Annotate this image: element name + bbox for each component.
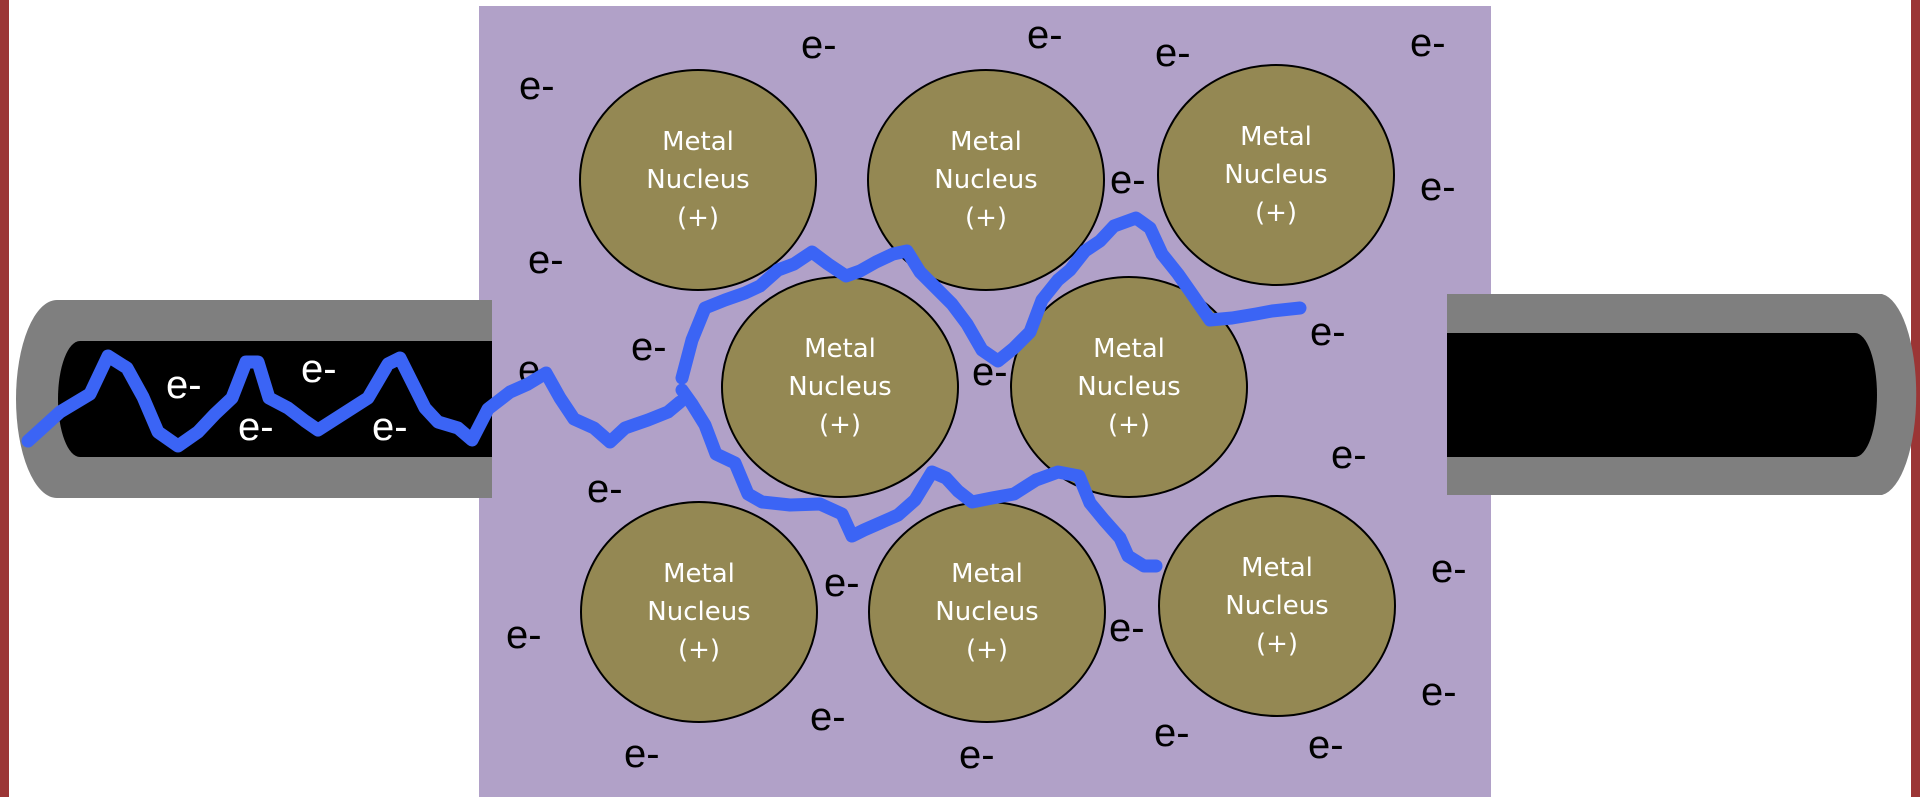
- electron-flow-paths: [21, 211, 1307, 573]
- nucleus-label-line1: Metal: [662, 127, 734, 157]
- free-electron-label: e-: [1027, 13, 1063, 57]
- free-electron-label: e-: [506, 613, 542, 657]
- nucleus-label-line1: Metal: [950, 127, 1022, 157]
- nucleus-label-line1: Metal: [1240, 122, 1312, 152]
- free-electron-label: e-: [1155, 31, 1191, 75]
- nucleus-label-line1: Metal: [951, 559, 1023, 589]
- free-electron-label: e-: [824, 561, 860, 605]
- wire-electron-label: e-: [301, 347, 337, 391]
- frame-left-edge: [0, 0, 9, 797]
- nucleus-label-line3: (+): [819, 410, 861, 440]
- free-electron-label: e-: [1154, 711, 1190, 755]
- free-electron-label: e-: [528, 238, 564, 282]
- nucleus-circle: [1158, 495, 1396, 717]
- free-electron-label: e-: [631, 325, 667, 369]
- electron-path-main: [21, 349, 687, 453]
- free-electron-label: e-: [587, 467, 623, 511]
- free-electron-label: e-: [810, 695, 846, 739]
- electron-path-lower: [675, 383, 1163, 573]
- electron-path-upper: [675, 211, 1307, 385]
- wire-electron-label: e-: [238, 405, 274, 449]
- nucleus-label-line2: Nucleus: [788, 372, 891, 402]
- free-electron-label: e-: [1110, 158, 1146, 202]
- free-electron-label: e-: [519, 64, 555, 108]
- nucleus-circle: [1010, 276, 1248, 498]
- nucleus-label-line3: (+): [965, 203, 1007, 233]
- free-electron-label: e-: [1308, 723, 1344, 767]
- wire-electron-label: e-: [372, 405, 408, 449]
- nucleus-label-line3: (+): [1256, 629, 1298, 659]
- nucleus-circle: [579, 69, 817, 291]
- nucleus-label-line2: Nucleus: [647, 597, 750, 627]
- nucleus-circle: [1157, 64, 1395, 286]
- nucleus-label-line3: (+): [966, 635, 1008, 665]
- free-electron-label: e-: [1410, 21, 1446, 65]
- nucleus-label-line3: (+): [677, 203, 719, 233]
- free-electron-label: e-: [1421, 670, 1457, 714]
- nucleus-label-line2: Nucleus: [935, 597, 1038, 627]
- free-electron-label: e-: [624, 732, 660, 776]
- right-wire: [1447, 294, 1917, 495]
- wire-electrons: e-e-e-e-: [166, 347, 408, 449]
- free-electron-label: e-: [1310, 310, 1346, 354]
- nucleus-label-line3: (+): [1108, 410, 1150, 440]
- nucleus-label-line2: Nucleus: [1077, 372, 1180, 402]
- free-electron-label: e-: [959, 733, 995, 777]
- nucleus-label-line2: Nucleus: [646, 165, 749, 195]
- nucleus-circle: [867, 69, 1105, 291]
- free-electron-label: e-: [1431, 547, 1467, 591]
- free-electron-label: e-: [1420, 165, 1456, 209]
- nucleus-label-line2: Nucleus: [1224, 160, 1327, 190]
- nucleus-label-line1: Metal: [663, 559, 735, 589]
- wire-electron-label: e-: [166, 363, 202, 407]
- nucleus-label-line2: Nucleus: [1225, 591, 1328, 621]
- nucleus-label-line3: (+): [678, 635, 720, 665]
- right-wire-core: [1447, 333, 1877, 457]
- free-electron-label: e-: [1331, 433, 1367, 477]
- nuclei-layer: MetalNucleus(+)MetalNucleus(+)MetalNucle…: [579, 64, 1396, 723]
- nucleus-label-line3: (+): [1255, 198, 1297, 228]
- nucleus-label-line2: Nucleus: [934, 165, 1037, 195]
- nucleus-label-line1: Metal: [1093, 334, 1165, 364]
- free-electron-label: e-: [801, 23, 837, 67]
- nucleus-label-line1: Metal: [1241, 553, 1313, 583]
- nucleus-circle: [580, 501, 818, 723]
- free-electron-label: e-: [1109, 606, 1145, 650]
- nucleus-label-line1: Metal: [804, 334, 876, 364]
